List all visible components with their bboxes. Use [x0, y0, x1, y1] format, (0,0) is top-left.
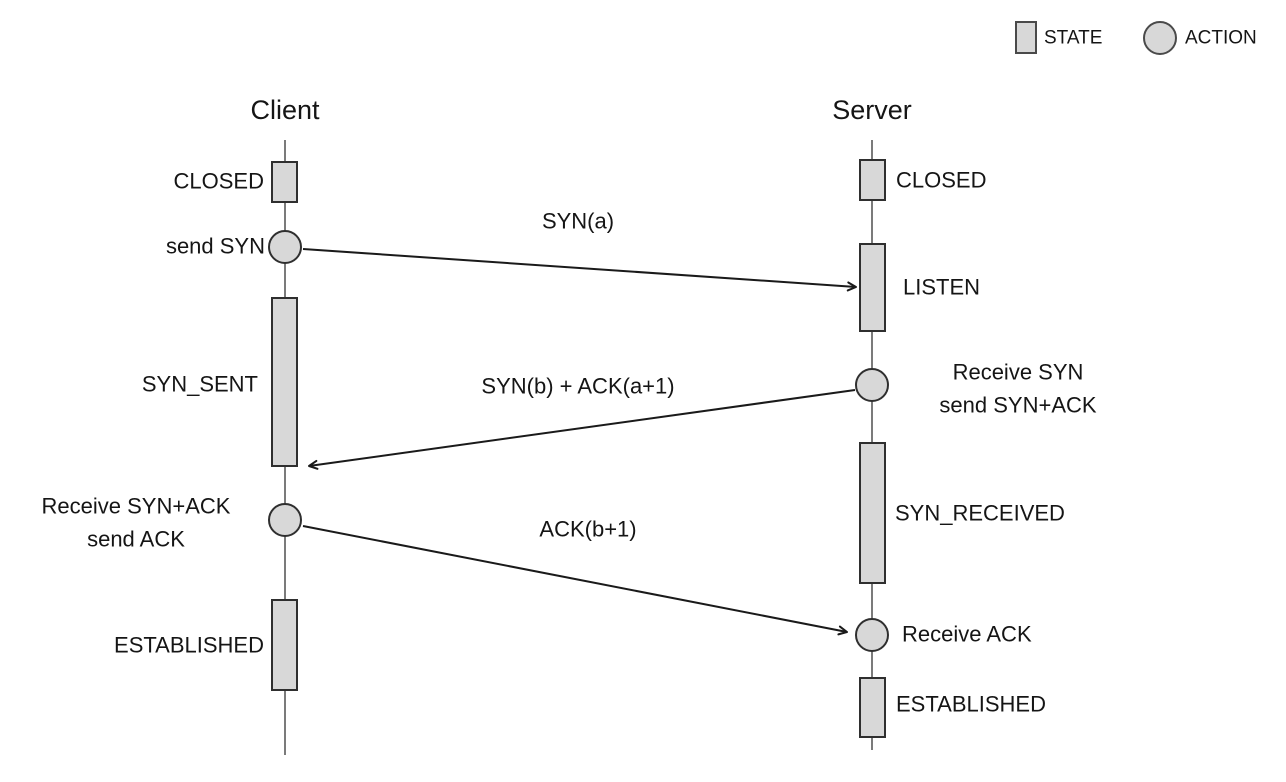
client-action-receive-synack-label-line2: send ACK [87, 527, 185, 552]
server-state-listen-box [859, 243, 886, 332]
server-state-closed-label: CLOSED [896, 168, 986, 193]
server-title: Server [832, 95, 912, 125]
legend-action-label: ACTION [1185, 28, 1257, 49]
message-synack-arrow [308, 389, 856, 470]
server-state-established-label: ESTABLISHED [896, 692, 1046, 717]
server-action-receive-syn-dot [855, 368, 889, 402]
client-title: Client [250, 95, 320, 125]
client-lane: Client CLOSED send SYN SYN_SENT Receive … [42, 95, 320, 755]
server-action-receive-ack-dot [855, 618, 889, 652]
message-ack-label: ACK(b+1) [539, 517, 636, 542]
client-action-send-syn-label: send SYN [166, 234, 265, 259]
legend: STATE ACTION [1015, 21, 1257, 55]
server-action-receive-syn-label-line2: send SYN+ACK [939, 393, 1096, 418]
legend-action-swatch [1143, 21, 1177, 55]
client-state-closed-box [271, 161, 298, 203]
client-state-established-label: ESTABLISHED [114, 633, 264, 658]
client-state-established-box [271, 599, 298, 691]
client-state-closed-label: CLOSED [174, 169, 264, 194]
client-action-send-syn-dot [268, 230, 302, 264]
message-ack-arrow [302, 525, 848, 636]
client-action-receive-synack-label-line1: Receive SYN+ACK [42, 494, 231, 519]
legend-state-swatch [1015, 21, 1037, 54]
legend-state-label: STATE [1044, 28, 1102, 49]
client-state-syn-sent-box [271, 297, 298, 467]
client-state-syn-sent-label: SYN_SENT [142, 372, 258, 397]
server-state-established-box [859, 677, 886, 738]
server-state-syn-received-box [859, 442, 886, 584]
server-state-listen-label: LISTEN [903, 275, 980, 300]
message-syn-arrow [302, 248, 857, 292]
server-lane: Server CLOSED LISTEN Receive SYN send SY… [832, 95, 1097, 750]
server-state-closed-box [859, 159, 886, 201]
server-action-receive-syn-label-line1: Receive SYN [953, 360, 1084, 385]
server-state-syn-received-label: SYN_RECEIVED [895, 501, 1065, 526]
server-action-receive-ack-label: Receive ACK [902, 622, 1032, 647]
message-synack-label: SYN(b) + ACK(a+1) [481, 374, 674, 399]
message-syn-label: SYN(a) [542, 209, 614, 234]
messages: SYN(a) SYN(b) + ACK(a+1) ACK(b+1) [302, 209, 857, 636]
client-action-receive-synack-dot [268, 503, 302, 537]
